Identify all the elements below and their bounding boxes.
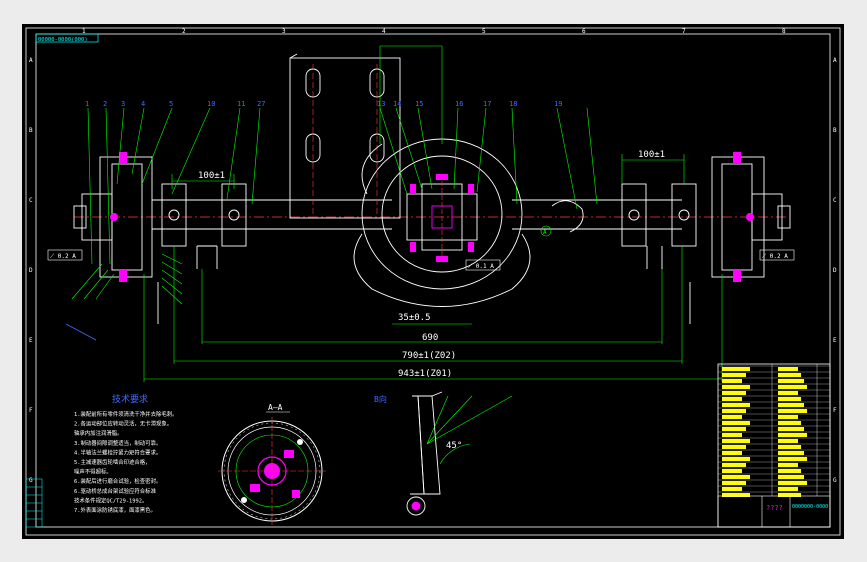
tol-center-text: ⟋ 0.1 A <box>468 263 494 270</box>
tech-req-line: 7.外表面涂防锈底漆，面漆黑色。 <box>74 506 156 514</box>
frame-number: 1 <box>82 28 86 35</box>
frame-letter: F <box>833 407 837 414</box>
drawing-tag: 00000-0000(000) <box>38 37 88 43</box>
tech-req-line: 4.半轴法兰螺栓拧紧力矩符合要求。 <box>74 448 161 456</box>
left-spring-seat <box>161 183 187 247</box>
datum-a-label: A <box>543 229 547 236</box>
tech-req-line: 6.装配后进行磨合试验，检查密封。 <box>74 477 161 485</box>
frame-letter: F <box>29 407 33 414</box>
frame-letter: C <box>833 197 837 204</box>
tech-req-line: 轴承内加注润滑脂。 <box>74 429 123 437</box>
frame-letter: A <box>833 57 837 64</box>
drawing-tag-box <box>35 33 99 43</box>
part-number: 13 <box>377 100 385 108</box>
right-spring-seat <box>671 183 697 247</box>
part-number: 3 <box>121 100 125 108</box>
dimension-lines <box>143 154 723 382</box>
tol-frame-center <box>465 259 501 271</box>
frame-letter: B <box>833 127 837 134</box>
margin-ruler <box>25 478 43 528</box>
part-number-callouts: 1 2 3 4 5 10 11 27 13 14 15 16 17 18 19 <box>85 100 562 108</box>
mount-plate <box>289 57 401 219</box>
datum-a-symbol <box>540 225 552 237</box>
dim-100-right: 100±1 <box>638 150 665 160</box>
tol-frame-left <box>47 249 83 261</box>
dim-790: 790±1(Z02) <box>402 351 456 361</box>
dim-943: 943±1(Z01) <box>398 369 452 379</box>
tol-left-text: ⟋ 0.2 A <box>50 253 76 260</box>
section-aa-label: A—A <box>268 403 283 412</box>
frame-number: 3 <box>282 28 286 35</box>
part-number: 4 <box>141 100 145 108</box>
frame-letter: A <box>29 57 33 64</box>
outer-frame <box>25 27 841 536</box>
section-aa-view <box>218 417 326 525</box>
drawing-number: 0000000-0000 <box>792 504 828 510</box>
part-number: 15 <box>415 100 423 108</box>
frame-letter: E <box>833 337 837 344</box>
frame-letter: D <box>833 267 837 274</box>
view-b-label: B向 <box>374 394 387 404</box>
tech-req-line: 2.各运动部位应转动灵活，无卡滞现象。 <box>74 420 172 428</box>
frame-letter: E <box>29 337 33 344</box>
left-spring-seat <box>221 183 247 247</box>
part-number: 14 <box>393 100 401 108</box>
right-hub <box>711 156 765 278</box>
right-spring-seat <box>621 183 647 247</box>
frame-letter: G <box>833 477 837 484</box>
tech-req-line: 1.装配前所有零件须清洗干净并去除毛刺。 <box>74 410 178 418</box>
tech-req-line: 5.主减速器齿轮啮合印迹合格， <box>74 458 151 466</box>
part-number: 11 <box>237 100 245 108</box>
tech-req-line: 技术条件规定QC/T29-1992。 <box>74 496 147 504</box>
part-highlights <box>110 152 754 282</box>
tol-frame-right <box>759 249 795 261</box>
diff-housing-inner <box>381 155 503 273</box>
tech-req-title: 技术要求 <box>112 393 148 405</box>
part-number: 16 <box>455 100 463 108</box>
cad-drawing: A B C D E F G A B C D E F G 1 2 3 4 5 6 7 8 00000-0000(000) <box>25 27 841 536</box>
angle-label: 45° <box>446 441 462 451</box>
frame-letter: G <box>29 477 33 484</box>
frame-number: 6 <box>582 28 586 35</box>
plate-slot <box>305 133 321 163</box>
frame-letter: B <box>29 127 33 134</box>
part-number: 17 <box>483 100 491 108</box>
title-name-cell: ???? <box>766 504 783 512</box>
leader-lines <box>71 45 598 305</box>
frame-number: 8 <box>782 28 786 35</box>
frame-letter: C <box>29 197 33 204</box>
dim-690: 690 <box>422 333 438 343</box>
tech-req-line: 3.制动器间隙调整适当，制动可靠。 <box>74 439 161 447</box>
dim-35: 35±0.5 <box>398 313 431 323</box>
frame-letter: D <box>29 267 33 274</box>
part-number: 10 <box>207 100 215 108</box>
part-number: 2 <box>103 100 107 108</box>
frame-number: 5 <box>482 28 486 35</box>
dim-100-left: 100±1 <box>198 171 225 181</box>
part-number: 19 <box>554 100 562 108</box>
tech-req-line: 6.驱动桥总成台架试验应符合标准 <box>74 487 157 495</box>
frame-number: 4 <box>382 28 386 35</box>
plate-slot <box>369 133 385 163</box>
tol-right-text: ⟋ 0.2 A <box>762 253 788 260</box>
part-number: 5 <box>169 100 173 108</box>
drawing-sheet: A B C D E F G A B C D E F G 1 2 3 4 5 6 7 8 00000-0000(000) <box>22 24 844 539</box>
view-b <box>406 391 443 516</box>
title-block: ???? 0000000-0000 <box>717 363 831 528</box>
part-number: 27 <box>257 100 265 108</box>
tech-req-lines: 1.装配前所有零件须清洗干净并去除毛刺。2.各运动部位应转动灵活，无卡滞现象。 … <box>74 410 178 514</box>
part-number: 1 <box>85 100 89 108</box>
frame-number: 2 <box>182 28 186 35</box>
part-number: 18 <box>509 100 517 108</box>
frame-number: 7 <box>682 28 686 35</box>
tech-req-line: 噪声不得超标。 <box>74 468 112 476</box>
inner-frame <box>35 33 831 528</box>
